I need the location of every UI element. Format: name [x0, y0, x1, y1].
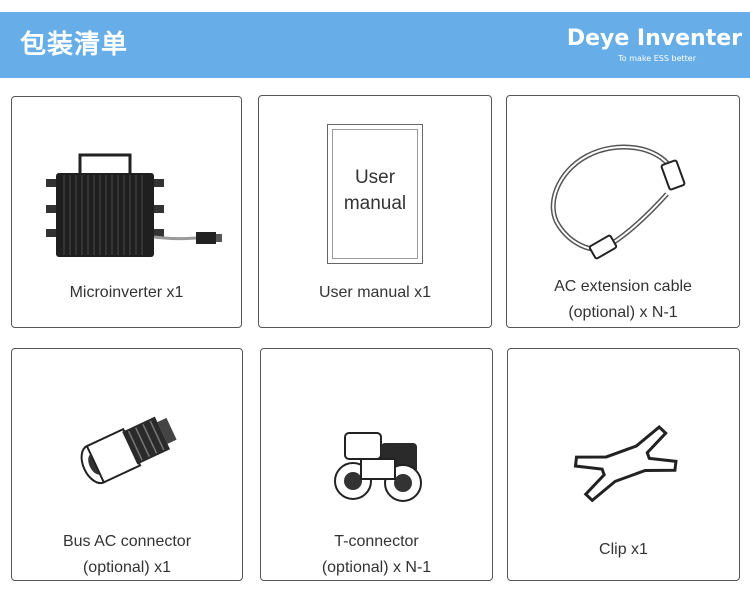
brand-name: Deye Inventer: [566, 26, 742, 51]
bus-ac-connector-icon: [80, 416, 177, 485]
clip-icon: [573, 425, 678, 503]
brand-logo: Deye Inventer To make ESS better: [567, 26, 742, 64]
item-card-user-manual: User manual User manual x1: [258, 95, 492, 328]
manual-cover-text: User manual: [343, 167, 407, 214]
item-label: Clip x1: [599, 541, 648, 558]
item-card-ac-extension-cable: AC extension cable (optional) x N-1: [506, 95, 740, 328]
item-card-t-connector: T-connector (optional) x N-1: [260, 348, 493, 581]
item-label: Bus AC connector (optional) x1: [62, 533, 192, 576]
item-label: AC extension cable (optional) x N-1: [554, 278, 692, 321]
item-label: Microinverter x1: [69, 284, 184, 301]
item-card-clip: Clip x1: [507, 348, 740, 581]
brand-tagline: To make ESS better: [618, 54, 696, 63]
page-title: 包装清单: [20, 30, 129, 60]
item-label: User manual x1: [318, 284, 432, 301]
ac-cable-icon: [550, 144, 686, 260]
user-manual-icon: User manual: [327, 124, 423, 264]
header-banner: 包装清单 Deye Inventer To make ESS better: [0, 12, 750, 78]
microinverter-icon: [46, 153, 222, 257]
t-connector-icon: [334, 432, 422, 502]
item-card-microinverter: Microinverter x1: [11, 96, 242, 328]
item-label: T-connector (optional) x N-1: [321, 533, 432, 576]
item-card-bus-ac-connector: Bus AC connector (optional) x1: [11, 348, 243, 581]
